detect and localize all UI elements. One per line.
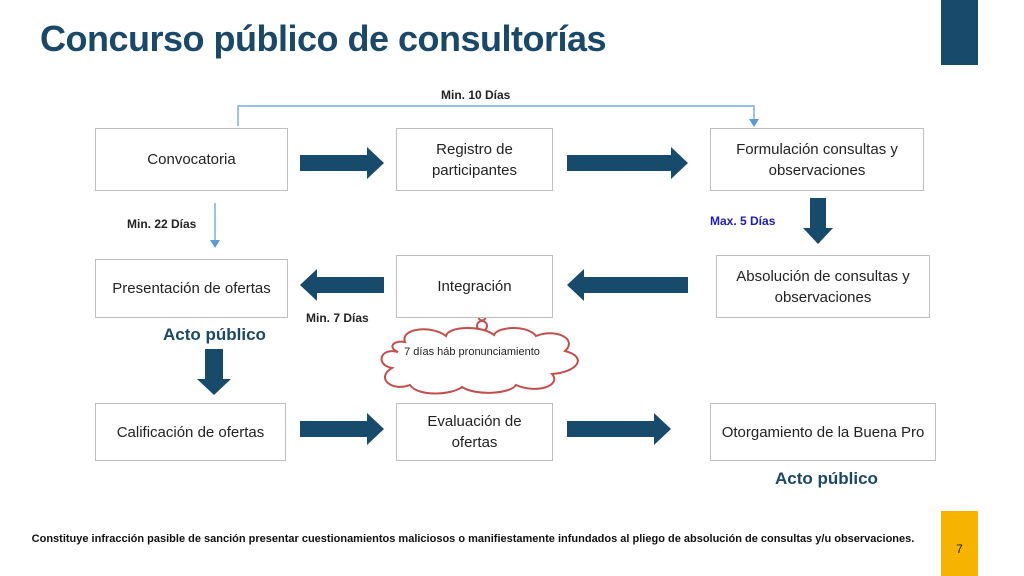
box-convocatoria: Convocatoria (95, 128, 288, 191)
cloud-text-pronunciamiento: 7 días háb pronunciamiento (404, 346, 540, 358)
box-formulacion-consultas: Formulación consultas y observaciones (710, 128, 924, 191)
arrow-integracion-to-presentacion (300, 269, 384, 301)
label-min-22-dias: Min. 22 Días (127, 217, 197, 231)
arrow-registro-to-formulacion (567, 147, 688, 179)
box-otorgamiento-buena-pro: Otorgamiento de la Buena Pro (710, 403, 936, 461)
label-max-5-dias: Max. 5 Días (710, 214, 776, 228)
page-number-tab (941, 511, 978, 576)
min-10-connector-arrowhead (749, 119, 759, 127)
arrow-evaluacion-to-otorgamiento (567, 413, 671, 445)
label-acto-publico-presentacion: Acto público (163, 325, 266, 344)
box-calificacion-ofertas: Calificación de ofertas (95, 403, 286, 461)
box-integracion: Integración (396, 255, 553, 318)
label-min-7-dias: Min. 7 Días (306, 311, 369, 325)
box-registro-participantes: Registro de participantes (396, 128, 553, 191)
label-min-10-dias: Min. 10 Días (441, 88, 511, 102)
cloud-outline (380, 327, 579, 395)
header-accent-bar (941, 0, 978, 65)
arrow-absolucion-to-integracion (567, 269, 688, 301)
min-22-connector-arrowhead (210, 240, 220, 248)
label-acto-publico-otorgamiento: Acto público (775, 469, 878, 488)
page-title: Concurso público de consultorías (40, 18, 607, 59)
min-10-connector (237, 105, 755, 126)
arrow-calificacion-to-evaluacion (300, 413, 384, 445)
box-presentacion-ofertas: Presentación de ofertas (95, 259, 288, 318)
arrow-formulacion-to-absolucion (803, 198, 833, 244)
box-absolucion-consultas: Absolución de consultas y observaciones (716, 255, 930, 318)
arrow-convocatoria-to-registro (300, 147, 384, 179)
arrow-presentacion-to-calificacion (197, 349, 231, 395)
footer-note: Constituye infracción pasible de sanción… (31, 533, 915, 545)
page-number: 7 (956, 542, 963, 556)
box-evaluacion-ofertas: Evaluación de ofertas (396, 403, 553, 461)
